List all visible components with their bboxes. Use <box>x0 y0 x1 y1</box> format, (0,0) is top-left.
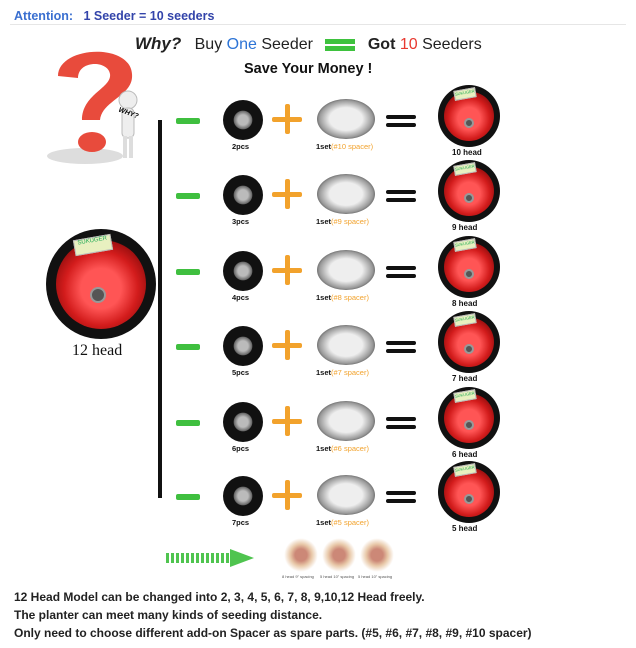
minus-icon <box>176 420 200 426</box>
spacer-image <box>317 174 375 214</box>
spacer-caption: 1set(#7 spacer) <box>316 368 369 377</box>
seeder-text: Seeder <box>261 36 313 53</box>
seeder-part-image <box>223 326 263 366</box>
equals-icon <box>386 491 416 503</box>
example-seeder-image <box>360 538 394 572</box>
example-seeder-image <box>284 538 318 572</box>
set-count: 1set <box>316 368 332 377</box>
plus-icon <box>272 179 302 209</box>
spacer-type: (#5 spacer) <box>331 518 369 527</box>
description-line: 12 Head Model can be changed into 2, 3, … <box>14 590 425 604</box>
divider <box>10 24 626 25</box>
set-count: 1set <box>316 217 332 226</box>
seeder-part-image <box>223 251 263 291</box>
result-label: 6 head <box>452 450 478 459</box>
one-text: One <box>226 36 257 53</box>
set-count: 1set <box>316 444 332 453</box>
minus-icon <box>176 118 200 124</box>
spacer-caption: 1set(#10 spacer) <box>316 142 373 151</box>
seeder-part-image <box>223 100 263 140</box>
minus-icon <box>176 193 200 199</box>
seeders-text: Seeders <box>422 36 482 53</box>
plus-icon <box>272 104 302 134</box>
question-mark-figure <box>40 38 150 168</box>
spacer-image <box>317 475 375 515</box>
spacer-image <box>317 99 375 139</box>
minus-icon <box>176 344 200 350</box>
description-line: The planter can meet many kinds of seedi… <box>14 608 323 622</box>
equals-icon <box>386 115 416 127</box>
spacer-image <box>317 250 375 290</box>
plus-icon <box>272 255 302 285</box>
spacer-caption: 1set(#8 spacer) <box>316 293 369 302</box>
seeder-result-image: SUKUGER <box>438 85 500 147</box>
attention-banner: Attention: 1 Seeder = 10 seeders <box>14 9 214 23</box>
example-caption: 5 head 10" spacing <box>358 574 393 579</box>
buy-text: Buy <box>194 36 223 53</box>
hero-slogan: Why? Buy One Seeder Got 10 Seeders <box>135 34 482 54</box>
description-line: Only need to choose different add-on Spa… <box>14 626 532 640</box>
seeder-result-image: SUKUGER <box>438 160 500 222</box>
result-label: 7 head <box>452 374 478 383</box>
set-count: 1set <box>316 293 332 302</box>
spacer-type: (#9 spacer) <box>331 217 369 226</box>
equals-icon <box>386 341 416 353</box>
seeder-part-image <box>223 175 263 215</box>
spacer-type: (#6 spacer) <box>331 444 369 453</box>
result-label: 10 head <box>452 148 482 157</box>
equals-icon <box>386 190 416 202</box>
plus-icon <box>272 330 302 360</box>
seeder-result-image: SUKUGER <box>438 236 500 298</box>
seeder-result-image: SUKUGER <box>438 387 500 449</box>
bracket-line <box>158 120 162 498</box>
spacer-image <box>317 401 375 441</box>
result-label: 8 head <box>452 299 478 308</box>
pcs-count: 2pcs <box>232 142 250 151</box>
spacer-caption: 1set(#5 spacer) <box>316 518 369 527</box>
save-money-text: Save Your Money ! <box>244 61 373 77</box>
pcs-count: 3pcs <box>232 217 250 226</box>
equals-icon <box>386 266 416 278</box>
seeder-12-head-image: SUKUGER <box>46 229 156 339</box>
seeder-result-image: SUKUGER <box>438 461 500 523</box>
pcs-count: 6pcs <box>232 444 250 453</box>
plus-icon <box>272 406 302 436</box>
attention-label: Attention: <box>14 9 74 23</box>
pcs-count: 5pcs <box>232 368 250 377</box>
main-label: 12 head <box>72 342 123 359</box>
plus-icon <box>272 480 302 510</box>
ten-text: 10 <box>399 36 418 53</box>
pcs-count: 7pcs <box>232 518 250 527</box>
seeder-part-image <box>223 402 263 442</box>
spacer-type: (#10 spacer) <box>331 142 374 151</box>
set-count: 1set <box>316 142 332 151</box>
example-caption: 5 head 10" spacing <box>320 574 355 579</box>
spacer-caption: 1set(#9 spacer) <box>316 217 369 226</box>
set-count: 1set <box>316 518 332 527</box>
pcs-count: 4pcs <box>232 293 250 302</box>
seeder-result-image: SUKUGER <box>438 311 500 373</box>
arrow-right-icon <box>166 549 254 567</box>
equals-icon <box>386 417 416 429</box>
example-caption: 8 head 9" spacing <box>282 574 314 579</box>
seeder-part-image <box>223 476 263 516</box>
spacer-type: (#7 spacer) <box>331 368 369 377</box>
result-label: 9 head <box>452 223 478 232</box>
result-label: 5 head <box>452 524 478 533</box>
equals-icon <box>325 38 356 51</box>
example-seeder-image <box>322 538 356 572</box>
got-text: Got <box>367 36 396 53</box>
why-text: Why? <box>135 34 182 53</box>
minus-icon <box>176 494 200 500</box>
spacer-type: (#8 spacer) <box>331 293 369 302</box>
minus-icon <box>176 269 200 275</box>
spacer-image <box>317 325 375 365</box>
attention-text: 1 Seeder = 10 seeders <box>83 9 215 23</box>
spacer-caption: 1set(#6 spacer) <box>316 444 369 453</box>
